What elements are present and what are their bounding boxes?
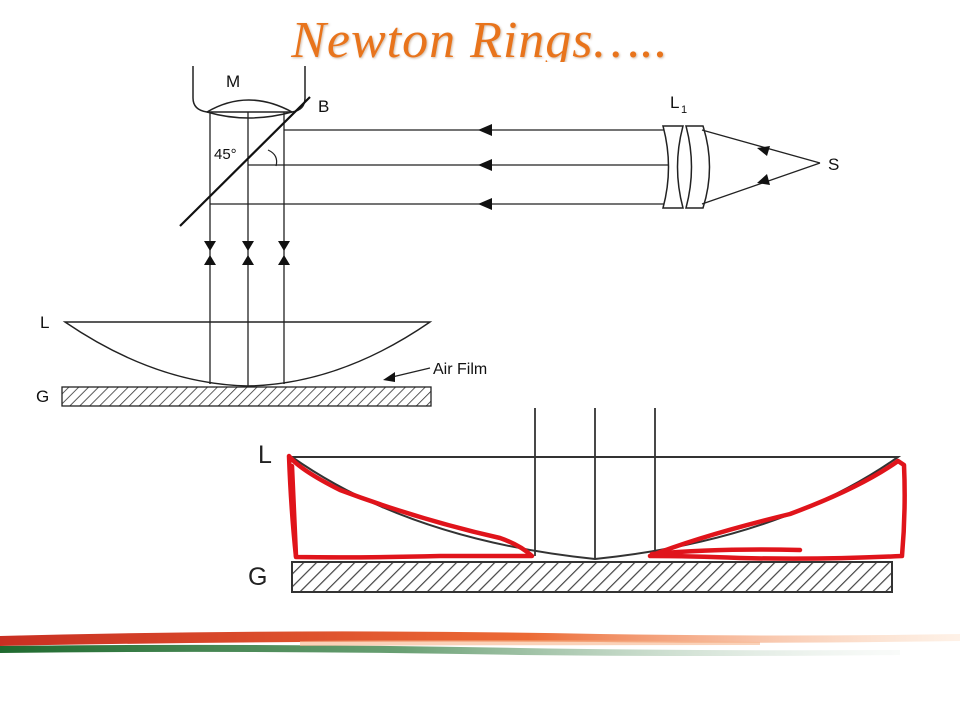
angle-arc bbox=[267, 149, 278, 167]
air-film-pointer bbox=[383, 367, 431, 382]
lens-label: L bbox=[40, 313, 49, 332]
glass-plate-label: G bbox=[36, 387, 49, 406]
zoom-view: L G bbox=[248, 408, 907, 593]
zoom-glass-plate-label: G bbox=[248, 563, 267, 591]
ray-arrowheads bbox=[204, 241, 290, 265]
collimating-lens-label: L bbox=[670, 93, 679, 112]
air-film-label: Air Film bbox=[433, 361, 487, 378]
microscope bbox=[192, 66, 306, 119]
angle-label: 45° bbox=[214, 146, 237, 163]
source-rays bbox=[701, 129, 821, 205]
source-label: S bbox=[828, 155, 839, 174]
beam-splitter-label: B bbox=[318, 97, 329, 116]
horizontal-arrowheads bbox=[478, 124, 492, 210]
horizontal-rays bbox=[210, 129, 668, 205]
zoom-lens-label: L bbox=[258, 441, 272, 469]
footer-stripes bbox=[0, 631, 960, 656]
vertical-rays-over-lens bbox=[209, 322, 285, 386]
zoom-vertical-rays bbox=[534, 408, 656, 558]
source-arrowheads bbox=[757, 146, 770, 185]
slide-title: Newton Rings….. bbox=[291, 12, 669, 62]
collimating-lens-subscript: 1 bbox=[681, 104, 687, 116]
beam-splitter bbox=[179, 96, 311, 227]
air-film-highlight bbox=[286, 453, 907, 561]
collimating-lens bbox=[662, 125, 711, 209]
microscope-label: M bbox=[226, 72, 240, 91]
zoom-glass-plate bbox=[291, 561, 893, 593]
glass-plate bbox=[61, 386, 432, 407]
